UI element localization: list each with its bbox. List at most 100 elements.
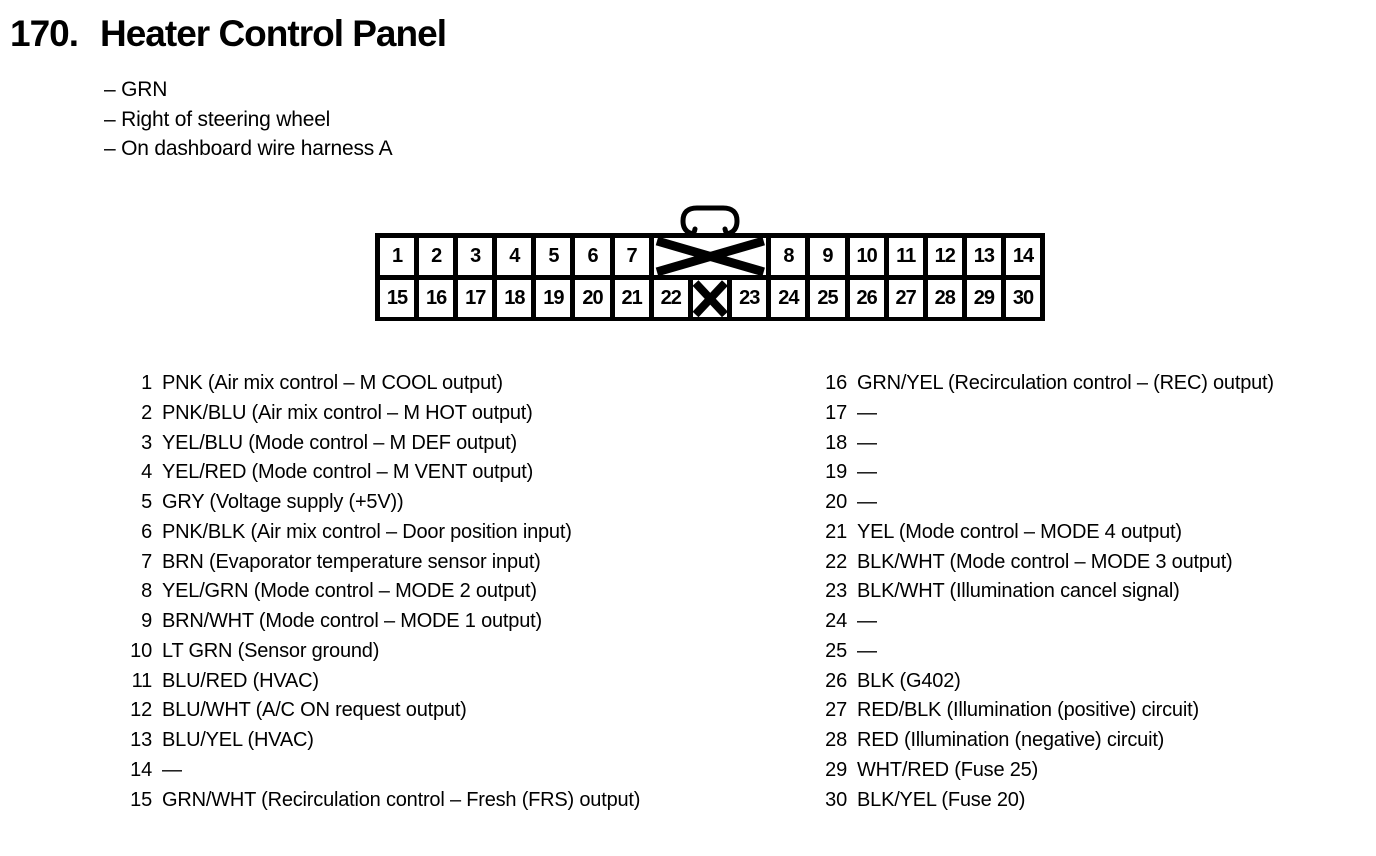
- pin-row: 3 YEL/BLU (Mode control – M DEF output): [120, 429, 640, 459]
- connector-pin-cell: 21: [614, 279, 649, 318]
- connector-pin-number: 20: [582, 287, 603, 310]
- pin-row: 4 YEL/RED (Mode control – M VENT output): [120, 458, 640, 488]
- connector-pin-number: 19: [543, 287, 564, 310]
- connector-pin-number: 14: [1012, 244, 1034, 267]
- pin-number: 5: [141, 491, 152, 513]
- connector-pin-cell: 23: [732, 279, 767, 318]
- pin-number: 17: [825, 401, 847, 424]
- connector-cells-1-7: 1 2 3 4 5: [380, 238, 649, 275]
- pin-description: —: [162, 758, 182, 781]
- connector-pin-cell: 27: [888, 279, 923, 318]
- pin-row: 8 YEL/GRN (Mode control – MODE 2 output): [120, 577, 640, 607]
- connector-cells-23-30: 23 24 25 26 27: [732, 279, 1040, 318]
- pin-description: YEL/BLU (Mode control – M DEF output): [162, 431, 517, 454]
- pin-description: GRY (Voltage supply (+5V)): [162, 491, 404, 513]
- pin-description: BLU/RED (HVAC): [162, 669, 319, 692]
- connector-pin-number: 24: [778, 287, 799, 310]
- pin-number: 25: [825, 639, 847, 662]
- pin-number: 2: [141, 401, 152, 424]
- blocked-slot-x-icon: [653, 238, 767, 275]
- pin-description: LT GRN (Sensor ground): [162, 639, 380, 662]
- pin-number: 30: [825, 788, 847, 811]
- pin-number: 16: [825, 372, 847, 394]
- connector-pin-number: 23: [739, 287, 760, 310]
- pin-description: YEL (Mode control – MODE 4 output): [857, 520, 1182, 543]
- connector-pin-cell: 4: [497, 238, 532, 275]
- location-note: – On dashboard wire harness A: [104, 137, 393, 160]
- connector-pin-number: 3: [470, 244, 481, 267]
- pin-number: 12: [130, 699, 152, 722]
- connector-pin-number: 28: [934, 287, 956, 310]
- pin-list-left: 1 PNK (Air mix control – M COOL output) …: [120, 369, 640, 815]
- pin-list-right: 16 GRN/YEL (Recirculation control – (REC…: [815, 369, 1274, 815]
- connector-pin-cell: 1: [380, 238, 415, 275]
- pin-number: 1: [141, 372, 152, 394]
- pin-row: 7 BRN (Evaporator temperature sensor inp…: [120, 548, 640, 578]
- pin-description: YEL/RED (Mode control – M VENT output): [162, 461, 534, 484]
- connector-pin-cell: 17: [458, 279, 493, 318]
- pin-number: 21: [825, 520, 847, 543]
- connector-pin-cell: 6: [575, 238, 610, 275]
- pin-description: WHT/RED (Fuse 25): [857, 758, 1039, 781]
- pin-row: 20 —: [815, 488, 1274, 518]
- pin-description: BLK/WHT (Illumination cancel signal): [857, 580, 1180, 603]
- page-title: 170. Heater Control Panel: [10, 12, 447, 56]
- pin-row: 27 RED/BLK (Illumination (positive) circ…: [815, 696, 1274, 726]
- pin-description: YEL/GRN (Mode control – MODE 2 output): [162, 580, 537, 603]
- connector-pin-number: 12: [934, 244, 956, 267]
- pin-number: 13: [130, 729, 152, 751]
- pin-number: 20: [825, 491, 847, 513]
- pin-number: 29: [825, 758, 847, 781]
- connector-pin-cell: 25: [810, 279, 845, 318]
- pin-description: BRN (Evaporator temperature sensor input…: [162, 550, 541, 573]
- connector-pin-number: 13: [973, 244, 995, 267]
- pin-row: 11 BLU/RED (HVAC): [120, 667, 640, 697]
- pin-number: 24: [825, 610, 847, 632]
- title-text: Heater Control Panel: [100, 13, 447, 54]
- pin-description: BLU/YEL (HVAC): [162, 729, 314, 751]
- pin-description: —: [857, 461, 877, 484]
- pin-row: 19 —: [815, 458, 1274, 488]
- location-note: – Right of steering wheel: [104, 107, 331, 131]
- pin-row: 1 PNK (Air mix control – M COOL output): [120, 369, 640, 399]
- connector-pin-cell: 5: [536, 238, 571, 275]
- connector-pin-cell: 18: [497, 279, 532, 318]
- connector-pin-cell: 14: [1005, 238, 1040, 275]
- pin-row: 2 PNK/BLU (Air mix control – M HOT outpu…: [120, 399, 640, 429]
- pin-row: 23 BLK/WHT (Illumination cancel signal): [815, 577, 1274, 607]
- pin-description: —: [857, 401, 877, 424]
- pin-description: BRN/WHT (Mode control – MODE 1 output): [162, 610, 542, 632]
- connector-pin-cell: 9: [810, 238, 845, 275]
- location-notes: – GRN – Right of steering wheel – On das…: [104, 75, 393, 164]
- connector-pin-cell: 13: [966, 238, 1001, 275]
- pin-row: 14 —: [120, 756, 640, 786]
- pin-number: 22: [825, 550, 847, 573]
- pin-number: 3: [141, 431, 152, 454]
- connector-pin-number: 15: [386, 287, 408, 310]
- pin-description: RED (Illumination (negative) circuit): [857, 729, 1165, 751]
- pin-number: 10: [130, 639, 152, 662]
- pin-row: 13 BLU/YEL (HVAC): [120, 726, 640, 756]
- section-number: 170.: [10, 13, 79, 54]
- connector-pin-number: 7: [626, 244, 638, 267]
- connector-latch-icon: [680, 205, 740, 234]
- pin-row: 15 GRN/WHT (Recirculation control – Fres…: [120, 786, 640, 816]
- pin-row: 6 PNK/BLK (Air mix control – Door positi…: [120, 518, 640, 548]
- pin-row: 5 GRY (Voltage supply (+5V)): [120, 488, 640, 518]
- pin-row: 18 —: [815, 429, 1274, 459]
- connector-pin-number: 4: [509, 244, 520, 267]
- pin-row: 30 BLK/YEL (Fuse 20): [815, 786, 1274, 816]
- pin-description: GRN/YEL (Recirculation control – (REC) o…: [857, 372, 1274, 394]
- pin-number: 15: [130, 788, 152, 811]
- connector-pin-number: 17: [465, 287, 486, 310]
- pin-row: 9 BRN/WHT (Mode control – MODE 1 output): [120, 607, 640, 637]
- connector-pin-number: 26: [856, 287, 877, 310]
- connector-pin-number: 6: [587, 244, 598, 267]
- connector-pin-cell: 20: [575, 279, 610, 318]
- pin-description: BLK/YEL (Fuse 20): [857, 788, 1026, 811]
- connector-pin-cell: 12: [927, 238, 962, 275]
- connector-pin-number: 30: [1012, 287, 1034, 310]
- pin-description: GRN/WHT (Recirculation control – Fresh (…: [162, 788, 641, 811]
- pin-number: 4: [141, 461, 152, 484]
- pin-description: RED/BLK (Illumination (positive) circuit…: [857, 699, 1199, 722]
